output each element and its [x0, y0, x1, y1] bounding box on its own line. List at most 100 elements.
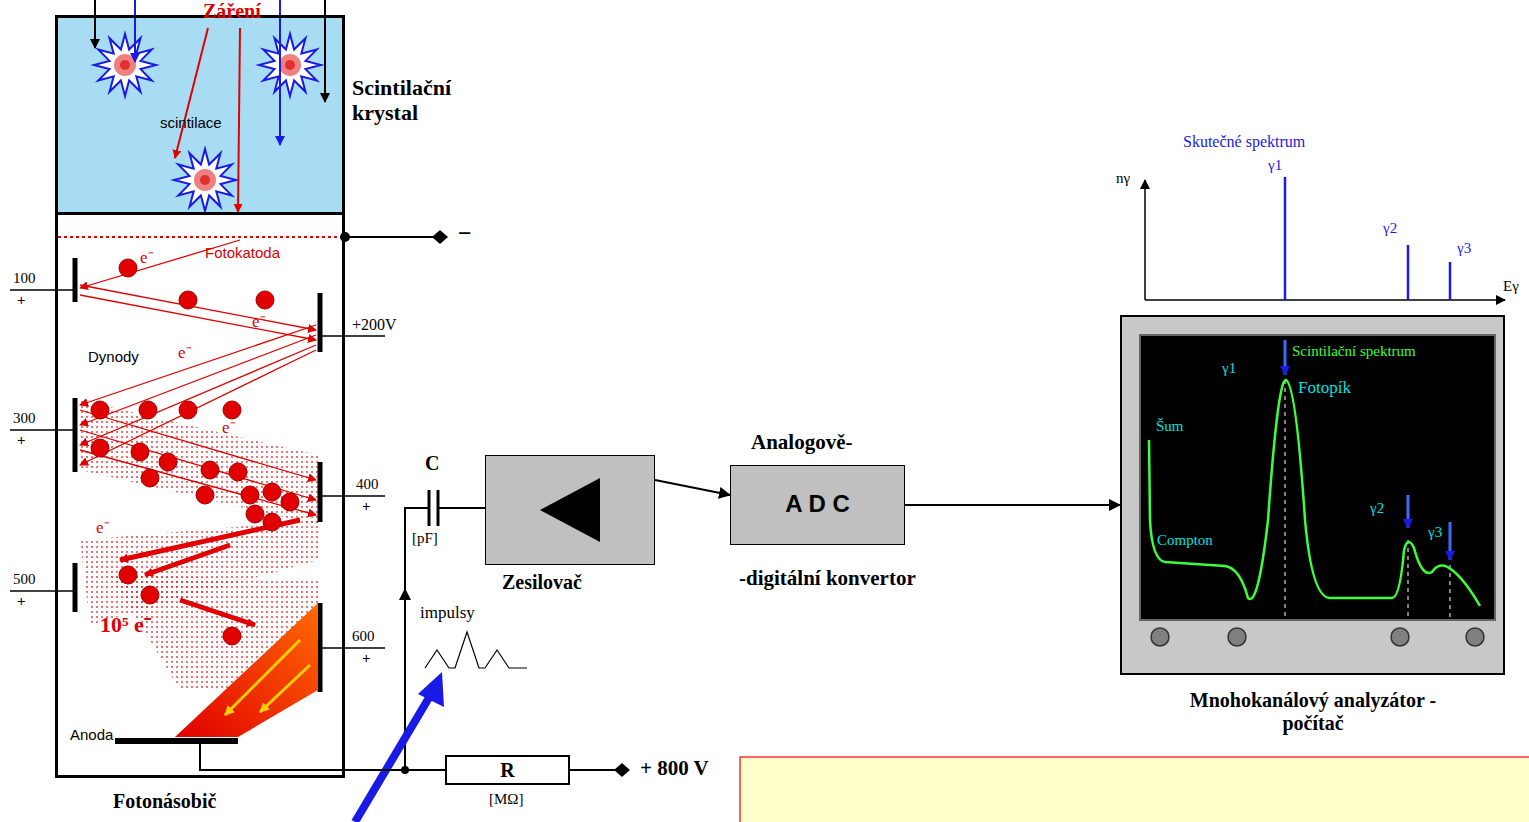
component-box: Analogově-A D C-digitální konvertor: [730, 465, 905, 545]
electron-path: [80, 410, 316, 480]
spectral-line: [1407, 245, 1410, 300]
lead: [322, 335, 385, 337]
label: Skutečné spektrum: [1183, 133, 1305, 151]
connector: [345, 769, 445, 771]
electron-path: [80, 285, 316, 330]
knob: [1391, 628, 1409, 646]
dynode: [73, 563, 78, 612]
label: + 800 V: [640, 756, 709, 780]
flash-core: [120, 60, 130, 70]
lead: [10, 590, 73, 592]
electron: [139, 401, 157, 419]
anode: [115, 738, 238, 744]
spectrum-axes: [1145, 180, 1505, 300]
electron: [223, 627, 241, 645]
radiation-arrow: [238, 28, 240, 212]
flash-core: [285, 60, 295, 70]
knob: [1228, 628, 1246, 646]
label: Fotokatoda: [205, 244, 280, 261]
capacitor-wire: [438, 507, 485, 509]
electron: [241, 486, 259, 504]
label: γ3: [1457, 240, 1471, 257]
amplifier-fill: [485, 455, 655, 565]
dynode: [73, 398, 78, 472]
shower-arrows: [225, 640, 310, 715]
peak-marker: [1407, 495, 1410, 528]
dynode: [318, 603, 323, 692]
monitor-body: [1120, 315, 1505, 675]
crystal-fill: [55, 15, 345, 215]
label: Záření: [203, 0, 261, 23]
label: 600: [352, 628, 375, 645]
spectrum-curve: [1149, 380, 1480, 606]
anode-electron-shower: [175, 603, 318, 737]
electron: [159, 453, 177, 471]
guide-line: [1450, 565, 1451, 618]
label: γ1: [1268, 157, 1282, 174]
electron: [246, 505, 264, 523]
label: γ3: [1428, 524, 1442, 541]
electron-path: [80, 325, 316, 405]
electron-path: [80, 345, 316, 445]
unit-label: [MΩ]: [489, 791, 523, 808]
label: +: [362, 650, 371, 667]
label: Scintilační spektrum: [1292, 343, 1416, 360]
wire: [345, 236, 440, 238]
electron: [229, 463, 247, 481]
electron-stream: [180, 600, 255, 625]
dynode: [73, 258, 78, 302]
dynode: [318, 462, 323, 522]
knob: [1151, 628, 1169, 646]
label: +: [17, 593, 26, 610]
label: scintilace: [160, 114, 222, 131]
label: −: [458, 220, 472, 248]
lead: [10, 289, 73, 291]
shower-arrow: [260, 665, 310, 712]
spectral-lines: [1285, 177, 1450, 300]
label: Anoda: [70, 726, 113, 743]
peak-marker: [1449, 522, 1452, 560]
electron: [196, 486, 214, 504]
label: Compton: [1157, 532, 1213, 549]
label: +: [362, 498, 371, 515]
label: γ2: [1370, 500, 1384, 517]
label: Fotopík: [1298, 378, 1351, 398]
scintillation-flashes: [94, 34, 321, 211]
knob: [1466, 628, 1484, 646]
adc-fill: [730, 465, 905, 545]
electron: [201, 461, 219, 479]
peak-marker: [1284, 340, 1287, 375]
label: γ2: [1383, 220, 1397, 237]
electron: [281, 493, 299, 511]
box-label: A D C: [731, 490, 904, 518]
connector: [655, 480, 730, 495]
connector: [905, 504, 1120, 506]
electron: [91, 439, 109, 457]
dynodes: [75, 258, 320, 692]
electron: [179, 401, 197, 419]
electron: [179, 291, 197, 309]
electron-cloud: [80, 400, 318, 525]
label: 400: [356, 476, 379, 493]
electron: [91, 401, 109, 419]
electron-path: [80, 350, 316, 465]
lead: [10, 429, 73, 431]
lead: [322, 647, 385, 649]
label: +200V: [352, 316, 397, 334]
radiation-arrows: [95, 0, 325, 212]
electron: [119, 259, 137, 277]
dynode: [318, 293, 323, 352]
electron-streams: [120, 520, 300, 625]
electron: [141, 586, 159, 604]
part-name: Fotonásobič: [113, 790, 216, 813]
part-name: Scintilační krystal: [352, 75, 502, 126]
pointer-arrow-head: [418, 672, 444, 707]
amplifier-symbol: [540, 478, 600, 542]
capacitor-plate: [428, 490, 431, 526]
label: +: [17, 292, 26, 309]
label: e⁻: [252, 312, 266, 332]
photocathode: [58, 236, 342, 238]
flash-core: [279, 54, 301, 76]
terminal: [614, 763, 630, 777]
